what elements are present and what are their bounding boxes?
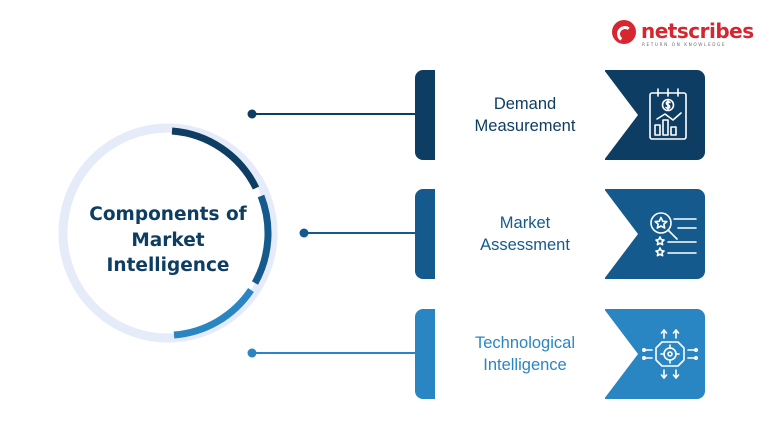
budget-chart-icon [649, 88, 687, 140]
ring-arc-assessment [251, 194, 272, 285]
center-title-line: Intelligence [106, 255, 230, 276]
card-label-line: Measurement [474, 117, 576, 135]
netscribes-logo: netscribes RETURN ON KNOWLEDGE [612, 19, 754, 48]
card-arrow-shape [604, 309, 638, 399]
card-label-panel [435, 309, 605, 399]
search-rating-icon [650, 212, 697, 257]
center-title: Components of Market Intelligence [58, 202, 278, 279]
card-arrow-shape [604, 70, 638, 160]
card-arrow-shape [604, 189, 638, 279]
card-label-panel [435, 189, 605, 279]
component-card-market-assessment: Market Assessment [415, 189, 705, 279]
outer-ring [58, 123, 278, 343]
component-card-technological-intelligence: Technological Intelligence [415, 309, 705, 399]
gear-chip-icon [641, 329, 698, 379]
ring-arc-technological [173, 288, 254, 339]
connector-dot-technological [247, 348, 257, 358]
card-label-line: Market [499, 214, 551, 232]
connector-dot-assessment [299, 228, 309, 238]
card-label-line: Technological [475, 334, 575, 352]
card-label-line: Intelligence [483, 356, 567, 374]
card-label: Market Assessment [435, 189, 615, 279]
card-label-panel [435, 70, 605, 160]
card-label: Technological Intelligence [435, 309, 615, 399]
connector-dot-demand [247, 109, 257, 119]
center-title-line: Market [131, 229, 205, 251]
card-label-line: Demand [493, 95, 557, 113]
card-label: Demand Measurement [435, 70, 615, 160]
ring-arc-demand [171, 127, 260, 190]
logo-tagline: RETURN ON KNOWLEDGE [642, 42, 727, 47]
logo-mark-icon [612, 20, 636, 44]
logo-wordmark: netscribes [641, 19, 754, 43]
card-label-line: Assessment [480, 236, 570, 254]
center-title-line: Components of [89, 204, 247, 225]
component-card-demand-measurement: Demand Measurement [415, 70, 705, 160]
